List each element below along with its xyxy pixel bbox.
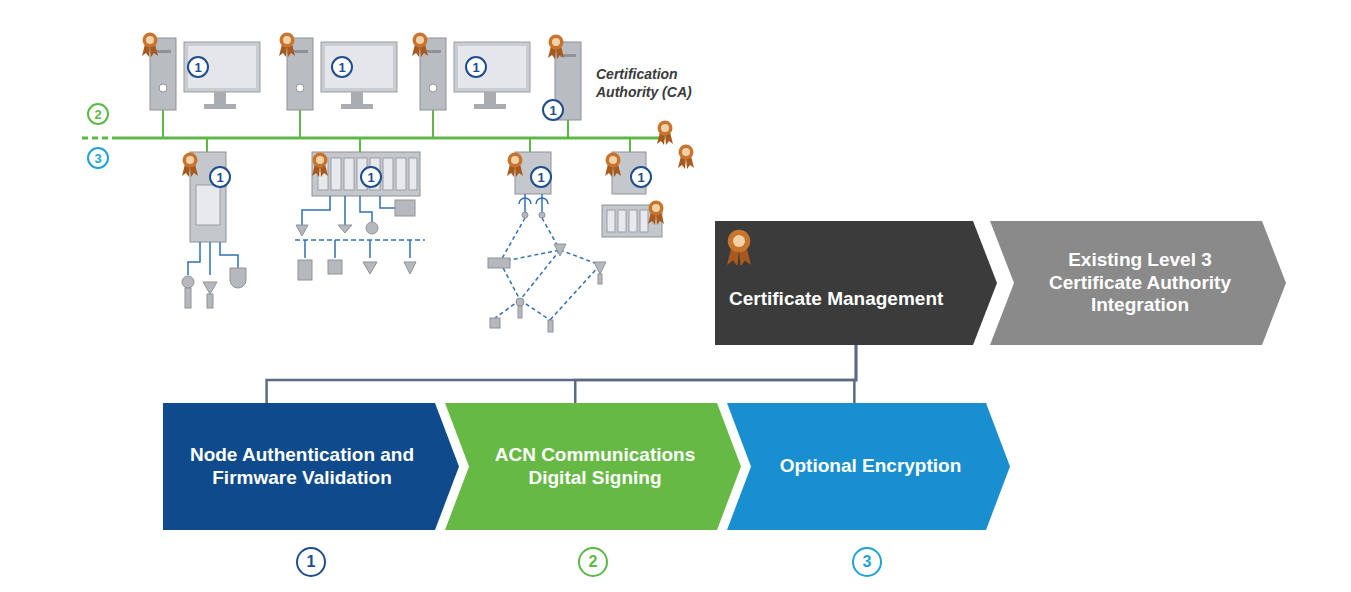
callout-number: 1 <box>296 547 326 577</box>
callout-number: 2 <box>578 547 608 577</box>
node-label: Existing Level 3 Certificate Authority I… <box>1030 249 1250 317</box>
process-chevron: Existing Level 3 Certificate Authority I… <box>990 221 1286 345</box>
tree-connector <box>267 345 856 403</box>
ca-label: Certification Authority (CA) <box>596 66 700 101</box>
chevron-shape <box>715 221 997 345</box>
callout-number: 3 <box>852 547 882 577</box>
node-text-box: Node Authentication and Firmware Validat… <box>163 403 459 530</box>
callout-number: 1 <box>209 166 231 188</box>
callout-number: 3 <box>87 147 109 169</box>
callout-number: 1 <box>530 166 552 188</box>
node-label: ACN Communications Digital Signing <box>483 444 707 490</box>
callout-number: 1 <box>465 56 487 78</box>
certificate-ribbon-icon <box>725 229 755 265</box>
process-chevron: Optional Encryption <box>727 403 1010 530</box>
callout-number: 1 <box>542 99 564 121</box>
node-label: Certificate Management <box>729 288 963 311</box>
node-text-box: Optional Encryption <box>727 403 1010 530</box>
node-label: Optional Encryption <box>765 455 976 478</box>
node-label: Node Authentication and Firmware Validat… <box>179 444 425 490</box>
process-chevron: ACN Communications Digital Signing <box>445 403 741 530</box>
callout-number: 1 <box>630 166 652 188</box>
node-text-box: Certificate Management <box>715 221 997 345</box>
node-text-box: ACN Communications Digital Signing <box>445 403 741 530</box>
tree-connector <box>854 345 856 403</box>
callout-number: 1 <box>360 166 382 188</box>
callout-number: 2 <box>87 103 109 125</box>
node-text-box: Existing Level 3 Certificate Authority I… <box>990 221 1286 345</box>
process-chevron: Node Authentication and Firmware Validat… <box>163 403 459 530</box>
callout-number: 1 <box>331 56 353 78</box>
callout-number: 1 <box>187 56 209 78</box>
tree-connector <box>575 345 856 403</box>
process-chevron: Certificate Management <box>715 221 997 345</box>
